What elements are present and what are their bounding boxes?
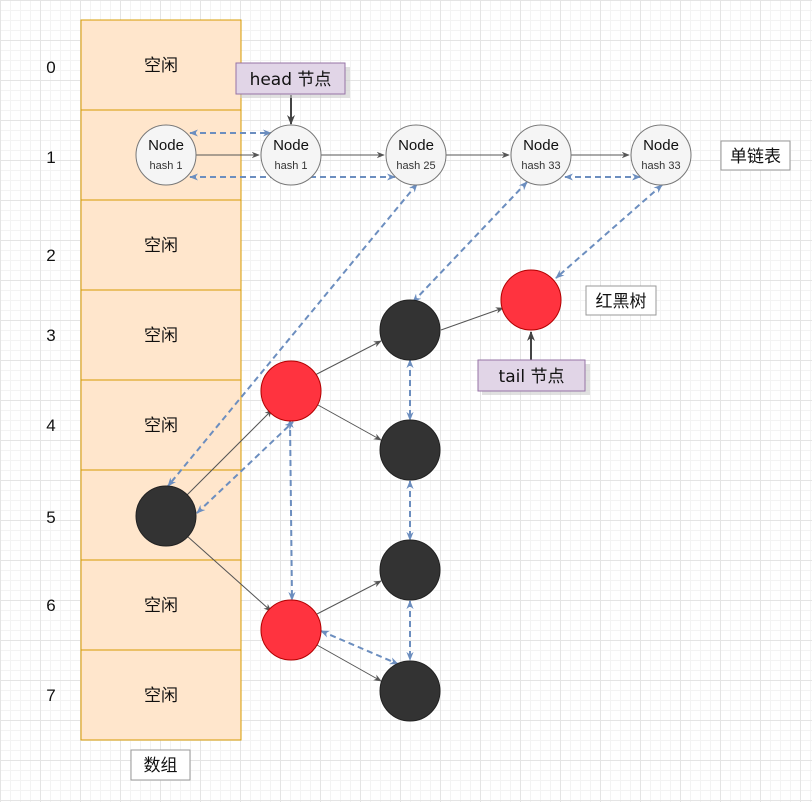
array-cell-7-text: 空闲 <box>144 686 178 706</box>
list-node-3-hash: hash 33 <box>521 160 560 172</box>
array-cell-4-text: 空闲 <box>144 416 178 436</box>
dlink-red1-red2 <box>286 419 296 601</box>
index-1: 1 <box>46 148 55 167</box>
array-label-text: 数组 <box>144 756 178 776</box>
index-4: 4 <box>46 416 55 435</box>
list-node-3-title: Node <box>523 137 559 154</box>
edge-red1-b2 <box>317 404 382 441</box>
tree-black-2 <box>379 419 441 481</box>
list-node-4-hash: hash 33 <box>641 160 680 172</box>
tree-black-4 <box>379 660 441 722</box>
tree-red-upper <box>260 360 322 422</box>
tree-label-text: 红黑树 <box>596 292 647 312</box>
array-cell-2-text: 空闲 <box>144 236 178 256</box>
list-node-0-hash: hash 1 <box>149 160 182 172</box>
edge-red2-b3 <box>316 580 382 615</box>
tree-root-black <box>135 485 197 547</box>
tree-black-3 <box>379 539 441 601</box>
tree-label: 红黑树 <box>585 285 657 316</box>
tail-pointer-text: tail 节点 <box>499 367 565 387</box>
solid-edges <box>186 151 630 682</box>
dlink-n3-b1 <box>412 181 528 303</box>
tree-red-lower <box>260 599 322 661</box>
head-pointer-text: head 节点 <box>250 70 332 90</box>
red-black-tree <box>135 269 562 722</box>
list-node-2-hash: hash 25 <box>396 160 435 172</box>
list-node-2-title: Node <box>398 137 434 154</box>
tail-pointer-label: tail 节点 <box>477 359 590 395</box>
index-6: 6 <box>46 596 55 615</box>
index-5: 5 <box>46 508 55 527</box>
list-node-0: Node hash 1 <box>135 124 197 186</box>
list-node-3: Node hash 33 <box>510 124 572 186</box>
edge-red2-b4 <box>316 644 382 682</box>
list-node-1-hash: hash 1 <box>274 160 307 172</box>
dlink-red2-b4 <box>320 630 399 665</box>
index-0: 0 <box>46 58 55 77</box>
edge-b1-red3 <box>440 307 504 331</box>
list-node-4: Node hash 33 <box>630 124 692 186</box>
array-cell-3-text: 空闲 <box>144 326 178 346</box>
index-2: 2 <box>46 246 55 265</box>
dlink-root-red1 <box>196 421 294 514</box>
list-node-1: Node hash 1 <box>260 124 322 186</box>
dlink-n2-root <box>167 183 418 487</box>
index-3: 3 <box>46 326 55 345</box>
linked-list-label-text: 单链表 <box>730 147 781 167</box>
list-node-2: Node hash 25 <box>385 124 447 186</box>
array-cell-6-text: 空闲 <box>144 596 178 616</box>
list-node-1-title: Node <box>273 137 309 154</box>
dlink-n4-red3 <box>555 184 663 279</box>
tree-black-1 <box>379 299 441 361</box>
array-label: 数组 <box>130 749 191 781</box>
array-cell-0-text: 空闲 <box>144 56 178 76</box>
array-cell-7 <box>80 649 242 741</box>
index-7: 7 <box>46 686 55 705</box>
edge-red1-b1 <box>314 340 382 376</box>
edge-root-right <box>186 535 272 612</box>
linked-list-label: 单链表 <box>720 140 791 171</box>
tree-red-tail <box>500 269 562 331</box>
array-indices: 0 1 2 3 4 5 6 7 <box>46 58 55 705</box>
list-node-4-title: Node <box>643 137 679 154</box>
list-node-0-title: Node <box>148 137 184 154</box>
array-cell-0 <box>80 19 242 111</box>
head-pointer-label: head 节点 <box>235 62 350 98</box>
linked-list: Node hash 1 Node hash 1 Node hash 25 Nod… <box>135 124 692 186</box>
pointer-arrows <box>287 95 535 360</box>
